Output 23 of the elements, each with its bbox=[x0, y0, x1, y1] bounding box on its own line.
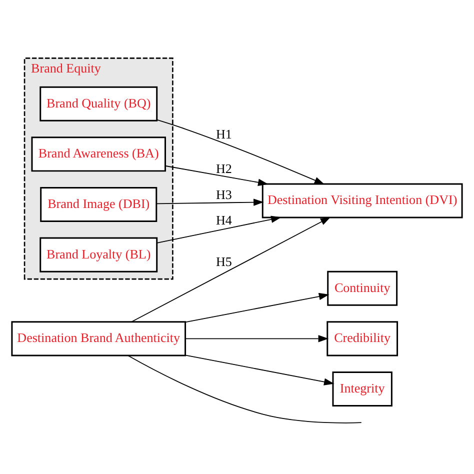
node-box: Brand Awareness (BA) bbox=[31, 136, 166, 172]
arrow bbox=[156, 216, 282, 244]
arrow bbox=[156, 119, 325, 184]
arrow bbox=[164, 165, 268, 186]
arrow bbox=[184, 354, 334, 386]
connector bbox=[127, 355, 362, 424]
node-box: Destination Visiting Intention (DVI) bbox=[262, 183, 463, 218]
node-box: Brand Image (DBI) bbox=[40, 186, 158, 222]
node-box: Destination Brand Authenticity bbox=[11, 321, 186, 356]
arrow bbox=[184, 292, 330, 323]
node-box: Continuity bbox=[327, 270, 398, 306]
edge-label: H3 bbox=[216, 187, 232, 202]
node-box: Brand Loyalty (BL) bbox=[40, 237, 158, 272]
node-box: Brand Quality (BQ) bbox=[40, 86, 158, 122]
edge-label: H1 bbox=[216, 126, 232, 142]
edge-label: H4 bbox=[216, 212, 232, 228]
arrow bbox=[156, 198, 264, 206]
edge-label: H5 bbox=[216, 254, 232, 270]
arrow bbox=[131, 216, 331, 322]
node-box: Credibility bbox=[326, 321, 398, 356]
node-box: Integrity bbox=[332, 371, 392, 407]
arrow bbox=[184, 335, 329, 342]
edge-label: H2 bbox=[216, 160, 232, 176]
